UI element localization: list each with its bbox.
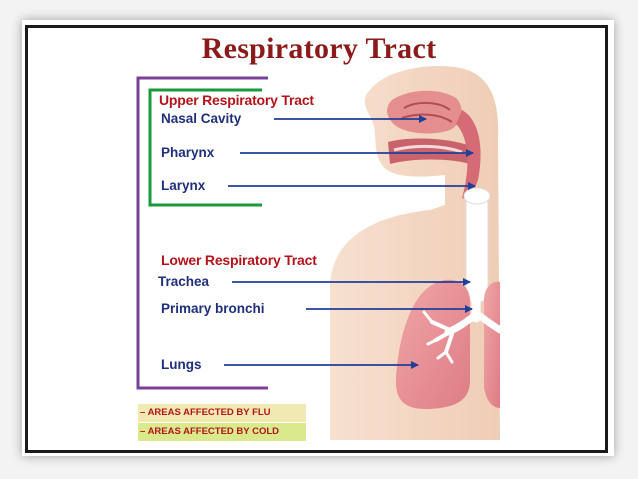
lower-tract-heading: Lower Respiratory Tract [161,252,317,268]
lower-tract-bracket [136,76,268,390]
trachea-shape [465,191,489,303]
nasal-cavity-shape [387,90,462,134]
label-primary-bronchi: Primary bronchi [161,301,265,316]
legend-cold: – AREAS AFFECTED BY COLD [138,423,306,441]
right-lung-shape [484,281,500,408]
bronchi-shape [422,295,504,364]
label-pharynx: Pharynx [161,145,215,160]
slide-frame [25,25,608,453]
legend-flu: – AREAS AFFECTED BY FLU [138,404,306,422]
left-lung-shape [395,279,470,410]
label-nasal-cavity: Nasal Cavity [161,111,242,126]
upper-tract-heading: Upper Respiratory Tract [159,92,314,108]
label-lungs: Lungs [161,357,202,372]
label-larynx: Larynx [161,178,206,193]
page-title: Respiratory Tract [201,32,437,65]
upper-tract-bracket [148,88,262,207]
oral-cavity-shape [388,138,470,164]
label-trachea: Trachea [158,274,210,289]
